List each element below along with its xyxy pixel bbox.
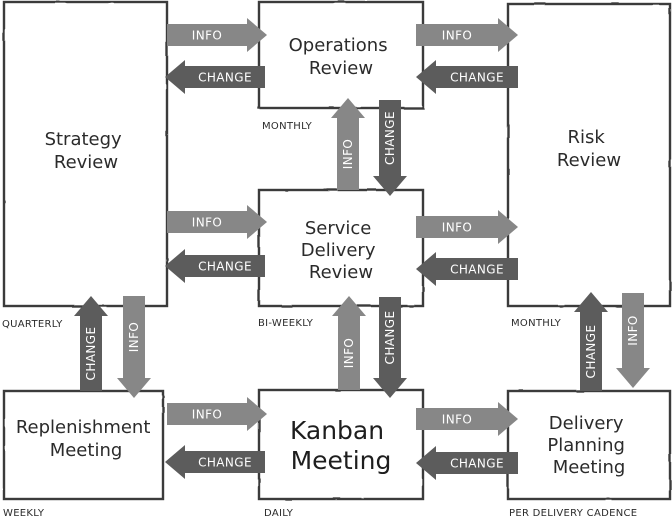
kanban-meeting-label: Kanban Meeting: [290, 416, 392, 475]
strategy-to-replenishment-info-arrow-shape: [117, 296, 151, 398]
service-to-kanban-change-arrow: CHANGE: [373, 297, 407, 398]
strategy-to-service-info-arrow: INFO: [167, 205, 267, 239]
kanban-to-delivery-info-arrow-shape: [416, 402, 518, 436]
operations-to-service-change-arrow-label: CHANGE: [383, 111, 397, 165]
kanban-to-delivery-info-arrow: INFO: [416, 402, 518, 436]
kanban-to-service-info-arrow-shape: [332, 296, 366, 390]
strategy-to-operations-info-arrow-label: INFO: [192, 29, 222, 43]
kanban-to-service-info-arrow: INFO: [332, 296, 366, 390]
service-delivery-cadence-label: BI-WEEKLY: [258, 318, 314, 329]
delivery-cadence-label: PER DELIVERY CADENCE: [509, 508, 637, 519]
delivery-to-risk-change-arrow-shape: [574, 292, 608, 391]
risk-to-service-change-arrow: CHANGE: [416, 252, 518, 286]
service-to-kanban-change-arrow-shape: [373, 297, 407, 398]
operations-to-risk-info-arrow: INFO: [416, 18, 518, 52]
operations-to-risk-info-arrow-label: INFO: [442, 29, 472, 43]
replenishment-to-strategy-change-arrow-label: CHANGE: [84, 327, 98, 381]
operations-cadence-label: MONTHLY: [262, 121, 313, 132]
operations-to-strategy-change-arrow-shape: [165, 60, 265, 94]
risk-review-box: Risk Review: [506, 2, 672, 308]
replenishment-to-kanban-info-arrow-shape: [167, 397, 267, 431]
service-delivery-review-box: Service Delivery Review: [257, 188, 425, 308]
service-to-strategy-change-arrow-shape: [165, 249, 265, 283]
risk-to-service-change-arrow-label: CHANGE: [450, 263, 504, 277]
kanban-to-delivery-info-arrow-label: INFO: [442, 413, 472, 427]
risk-review-label: Risk Review: [557, 127, 621, 171]
delivery-to-kanban-change-arrow-shape: [416, 446, 518, 480]
risk-cadence-label: MONTHLY: [511, 318, 562, 329]
operations-to-service-change-arrow-shape: [373, 100, 407, 196]
strategy-cadence-label: QUARTERLY: [2, 319, 63, 330]
risk-to-delivery-info-arrow: INFO: [616, 293, 650, 388]
service-to-risk-info-arrow-shape: [416, 210, 518, 244]
operations-to-strategy-change-arrow-label: CHANGE: [198, 71, 252, 85]
kanban-to-service-info-arrow-label: INFO: [342, 338, 356, 368]
operations-review-label: Operations Review: [289, 35, 394, 79]
replenishment-meeting-label: Replenishment Meeting: [16, 417, 156, 461]
risk-to-operations-change-arrow-label: CHANGE: [450, 71, 504, 85]
strategy-to-operations-info-arrow-shape: [167, 18, 267, 52]
delivery-planning-meeting-box: Delivery Planning Meeting: [506, 389, 672, 501]
strategy-review-box: Strategy Review: [2, 0, 169, 308]
strategy-to-service-info-arrow-label: INFO: [192, 216, 222, 230]
risk-to-service-change-arrow-shape: [416, 252, 518, 286]
operations-review-box: Operations Review: [257, 0, 425, 110]
strategy-to-replenishment-info-arrow-label: INFO: [127, 322, 141, 352]
service-to-operations-info-arrow-shape: [331, 98, 365, 190]
service-delivery-review-label: Service Delivery Review: [301, 218, 381, 283]
operations-to-risk-info-arrow-shape: [416, 18, 518, 52]
arrows-layer: INFO CHANGE INFO CHANGE INFO CHANGE INFO CHANGE…: [74, 18, 650, 480]
kanban-to-replenishment-change-arrow: CHANGE: [165, 445, 265, 479]
replenishment-to-kanban-info-arrow-label: INFO: [192, 408, 222, 422]
delivery-to-kanban-change-arrow: CHANGE: [416, 446, 518, 480]
operations-to-strategy-change-arrow: CHANGE: [165, 60, 265, 94]
replenishment-to-strategy-change-arrow-shape: [74, 296, 108, 391]
delivery-planning-meeting-label: Delivery Planning Meeting: [547, 413, 630, 478]
strategy-to-operations-info-arrow: INFO: [167, 18, 267, 52]
service-to-kanban-change-arrow-label: CHANGE: [383, 311, 397, 365]
risk-to-operations-change-arrow-shape: [416, 60, 518, 94]
kanban-meeting-box: Kanban Meeting: [257, 388, 425, 501]
risk-to-delivery-info-arrow-label: INFO: [626, 315, 640, 345]
kanban-to-replenishment-change-arrow-shape: [165, 445, 265, 479]
risk-to-operations-change-arrow: CHANGE: [416, 60, 518, 94]
replenishment-to-strategy-change-arrow: CHANGE: [74, 296, 108, 391]
delivery-to-kanban-change-arrow-label: CHANGE: [450, 457, 504, 471]
service-to-operations-info-arrow-label: INFO: [341, 139, 355, 169]
kanban-cadence-label: DAILY: [264, 508, 294, 519]
service-to-risk-info-arrow: INFO: [416, 210, 518, 244]
risk-to-delivery-info-arrow-shape: [616, 293, 650, 388]
operations-to-service-change-arrow: CHANGE: [373, 100, 407, 196]
strategy-to-replenishment-info-arrow: INFO: [117, 296, 151, 398]
delivery-to-risk-change-arrow: CHANGE: [574, 292, 608, 391]
service-to-strategy-change-arrow-label: CHANGE: [198, 260, 252, 274]
kanban-to-replenishment-change-arrow-label: CHANGE: [198, 456, 252, 470]
strategy-review-label: Strategy Review: [45, 129, 128, 173]
replenishment-cadence-label: WEEKLY: [3, 508, 45, 519]
replenishment-to-kanban-info-arrow: INFO: [167, 397, 267, 431]
service-to-risk-info-arrow-label: INFO: [442, 221, 472, 235]
delivery-to-risk-change-arrow-label: CHANGE: [584, 325, 598, 379]
strategy-to-service-info-arrow-shape: [167, 205, 267, 239]
service-to-strategy-change-arrow: CHANGE: [165, 249, 265, 283]
replenishment-meeting-box: Replenishment Meeting: [2, 389, 165, 501]
service-to-operations-info-arrow: INFO: [331, 98, 365, 190]
